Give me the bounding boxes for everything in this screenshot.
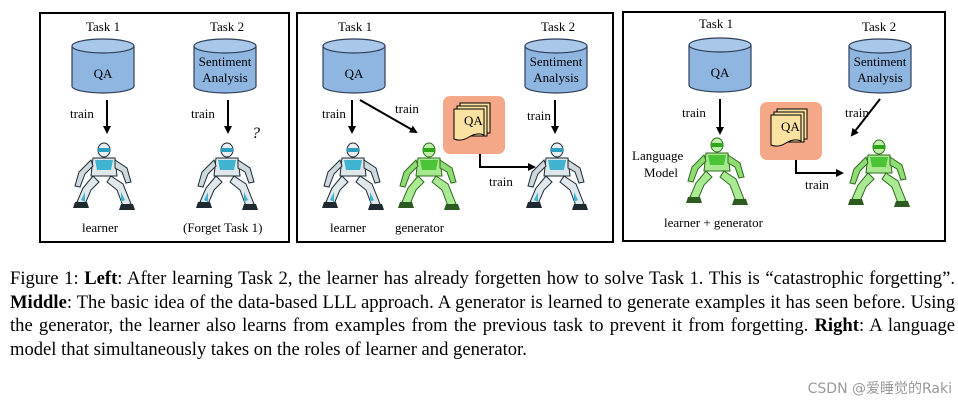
qa-database-icon: QA	[688, 37, 752, 95]
language-model-label-line1: Language	[632, 148, 684, 163]
language-model-robot-icon	[685, 137, 749, 206]
db-label-line1: Sentiment	[529, 54, 583, 69]
train-label: train	[395, 101, 419, 116]
qa-database-icon: QA	[71, 38, 135, 96]
arrow-icon	[850, 98, 881, 137]
sentiment-database-icon: Sentiment Analysis	[524, 38, 588, 96]
train-label: train	[845, 105, 869, 120]
train-label: train	[527, 108, 551, 123]
db-label: QA	[710, 65, 730, 80]
learner-generator-label: learner + generator	[664, 215, 763, 230]
arrow-icon	[479, 154, 536, 171]
db-label-line2: Analysis	[533, 70, 579, 85]
robot-icon	[195, 142, 259, 211]
task1-title: Task 1	[699, 16, 734, 31]
caption-left-heading: Left	[84, 268, 118, 289]
train-label: train	[191, 106, 215, 121]
caption-right-text: : A language model that simultaneously t…	[10, 315, 955, 360]
db-label-line1: Sentiment	[853, 54, 907, 69]
question-mark: ?	[252, 125, 260, 142]
left-arrows	[103, 100, 232, 134]
sentiment-database-icon: Sentiment Analysis	[848, 38, 912, 96]
watermark: CSDN @爱睡觉的Raki	[807, 381, 952, 397]
train-label: train	[70, 106, 94, 121]
db-label-line2: Analysis	[857, 70, 903, 85]
qa-card-label: QA	[781, 119, 800, 134]
train-label: train	[322, 106, 346, 121]
qa-database-icon: QA	[322, 38, 386, 96]
db-label: QA	[93, 66, 113, 81]
task1-title: Task 1	[86, 19, 121, 34]
middle-arrows	[348, 99, 559, 171]
language-model-label-line2: Model	[644, 165, 678, 180]
learner-label: learner	[330, 220, 367, 235]
train-label: train	[682, 105, 706, 120]
task2-title: Task 2	[541, 19, 576, 34]
document-stack-icon: QA	[443, 96, 505, 154]
generator-robot-icon	[397, 142, 461, 211]
train-label: train	[489, 174, 513, 189]
left-panel: Task 1 Task 2 QA Sentiment Analysis trai…	[39, 12, 290, 243]
learner-label: learner	[82, 220, 119, 235]
caption-figure-label: Figure 1:	[10, 268, 85, 289]
figure-caption: Figure 1: Left: After learning Task 2, t…	[10, 267, 955, 361]
generator-label: generator	[395, 220, 445, 235]
arrow-icon	[359, 99, 418, 133]
document-stack-icon: QA	[760, 102, 822, 160]
robot-icon	[72, 142, 136, 211]
caption-left-text: : After learning Task 2, the learner has…	[117, 268, 955, 289]
db-label-line1: Sentiment	[198, 54, 252, 69]
caption-middle-text: : The basic idea of the data-based LLL a…	[10, 291, 955, 337]
caption-middle-heading: Middle	[10, 291, 67, 313]
right-arrows	[716, 98, 881, 177]
task2-title: Task 2	[210, 19, 245, 34]
robot-icon	[321, 142, 385, 211]
sentiment-database-icon: Sentiment Analysis	[193, 38, 257, 96]
middle-panel: Task 1 Task 2 QA Sentiment Analysis QA t…	[296, 12, 614, 243]
language-model-robot-icon	[847, 139, 911, 208]
task2-title: Task 2	[862, 19, 897, 34]
qa-card-label: QA	[464, 113, 483, 128]
forget-label: (Forget Task 1)	[183, 220, 263, 235]
db-label: QA	[344, 66, 364, 81]
db-label-line2: Analysis	[202, 70, 248, 85]
caption-right-heading: Right	[814, 315, 859, 336]
right-panel: Task 1 Task 2 QA Sentiment Analysis QA t…	[622, 11, 946, 242]
arrow-icon	[795, 160, 844, 177]
robot-icon	[525, 142, 589, 211]
task1-title: Task 1	[338, 19, 373, 34]
train-label: train	[805, 177, 829, 192]
